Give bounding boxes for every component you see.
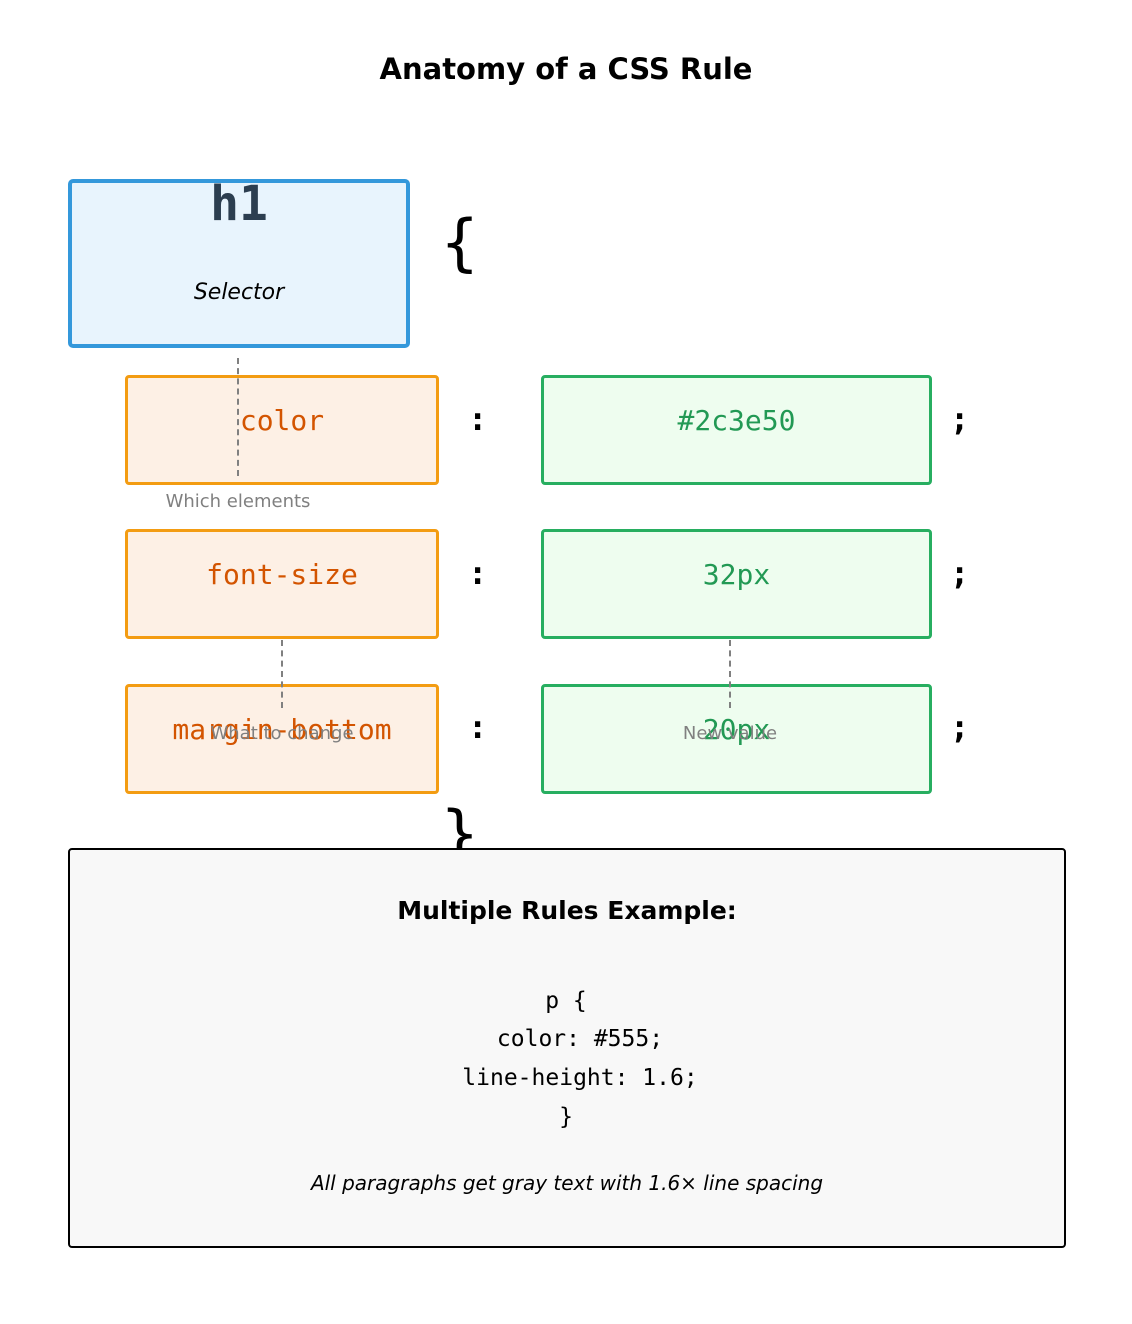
example-title: Multiple Rules Example: (397, 896, 737, 925)
semicolon-2: ; (950, 554, 970, 592)
property-text-font-size: font-size (206, 558, 358, 591)
colon-2: : (468, 554, 488, 592)
selector-annotation-line (237, 358, 239, 476)
value-box-color (541, 375, 932, 485)
property-box-font-size (125, 529, 439, 639)
selector-code: h1 (210, 176, 268, 232)
colon-3: : (468, 708, 488, 746)
property-annotation: What to change (210, 723, 354, 744)
value-text-font-size: 32px (702, 558, 771, 591)
property-annotation-line (281, 640, 283, 708)
example-code-line: color: #555; (496, 1026, 664, 1052)
diagram-title: Anatomy of a CSS Rule (379, 52, 753, 86)
value-box-margin-bottom (541, 684, 932, 794)
example-code-line: } (559, 1104, 573, 1130)
open-brace: { (440, 206, 480, 279)
property-box-color (125, 375, 439, 485)
value-text-margin-bottom: 20px (702, 713, 771, 746)
semicolon-3: ; (950, 708, 970, 746)
semicolon-1: ; (950, 400, 970, 438)
selector-label: Selector (193, 280, 285, 305)
example-code-line: line-height: 1.6; (462, 1065, 698, 1091)
selector-box (68, 179, 410, 348)
value-annotation-line (729, 640, 731, 708)
example-caption: All paragraphs get gray text with 1.6× l… (310, 1171, 824, 1195)
value-annotation: New value (682, 723, 778, 744)
example-panel (68, 848, 1066, 1248)
property-text-margin-bottom: margin-bottom (172, 713, 392, 746)
colon-1: : (468, 400, 488, 438)
example-code-line: p { (545, 988, 587, 1014)
selector-annotation: Which elements (165, 491, 311, 512)
property-text-color: color (239, 404, 325, 437)
value-box-font-size (541, 529, 932, 639)
value-text-color: #2c3e50 (677, 404, 796, 437)
